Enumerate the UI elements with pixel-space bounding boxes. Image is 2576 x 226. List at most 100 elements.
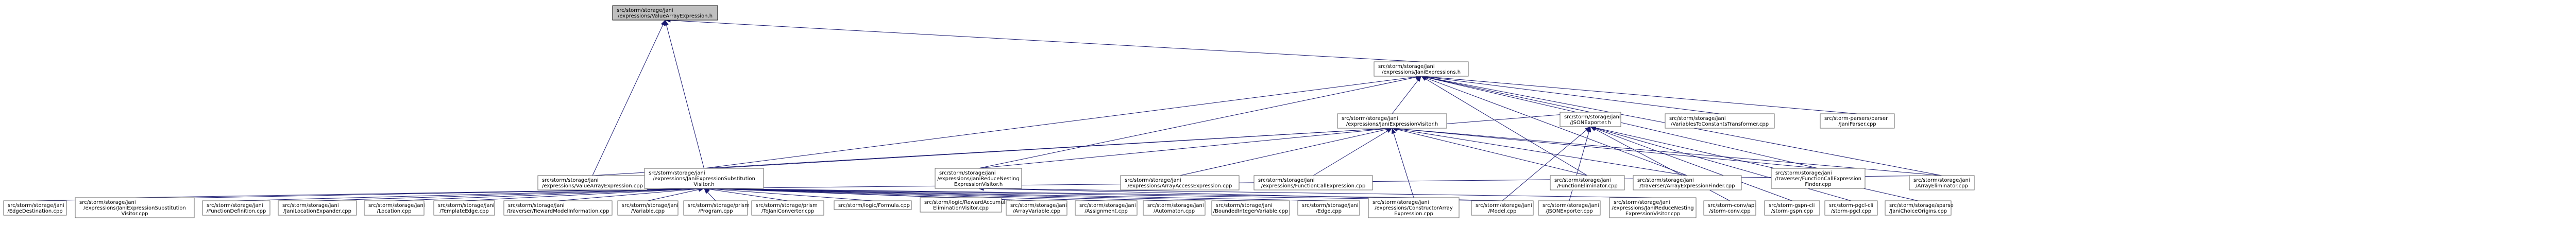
edge-jani-expr-subst-h-to-jani-expr-visitor-h xyxy=(704,128,1387,169)
node-label-line: src/storm-gspn-cli xyxy=(1769,203,1815,208)
node-box xyxy=(1143,200,1206,216)
graph-node-prism-program[interactable]: src/storm/storage/prism/Program.cpp xyxy=(683,200,750,216)
graph-node-traverser-array-finder[interactable]: src/storm/storage/jani/traverser/ArrayEx… xyxy=(1633,175,1742,190)
edge-function-elim-cpp-to-jani-expr-h xyxy=(1425,78,1588,176)
node-label-line: src/storm/storage/jani xyxy=(207,203,263,208)
graph-node-to-jani-converter[interactable]: src/storm/storage/prism/ToJaniConverter.… xyxy=(751,200,824,216)
graph-node-jsonexporter-h[interactable]: src/storm/storage/jani/JSONExporter.h xyxy=(1560,112,1621,127)
graph-node-variable-cpp[interactable]: src/storm/storage/jani/Variable.cpp xyxy=(617,200,679,216)
graph-node-jani-expr-subst-cpp[interactable]: src/storm/storage/jani/expressions/JaniE… xyxy=(75,197,195,218)
edge-logic-formula-to-jani-expr-subst-h xyxy=(709,188,873,201)
node-label-line: src/storm/storage/jani xyxy=(1554,178,1611,183)
edge-array-access-cpp-to-jani-expr-visitor-h xyxy=(1179,129,1387,176)
node-label-line: src/storm/storage/jani xyxy=(649,170,705,176)
edge-var-to-const-to-jani-expr-h xyxy=(1426,76,1720,114)
node-label-line: src/storm/storage/sparse xyxy=(1889,203,1954,208)
edges-layer xyxy=(35,18,1942,201)
node-label-line: src/storm/storage/jani xyxy=(1378,64,1435,69)
graph-node-edge-destination[interactable]: src/storm/storage/jani/EdgeDestination.c… xyxy=(3,200,67,216)
graph-node-assignment-cpp[interactable]: src/storm/storage/jani/Assignment.cpp xyxy=(1075,200,1138,216)
node-box xyxy=(1253,175,1373,190)
node-label-line: src/storm/storage/jani xyxy=(1476,203,1532,208)
graph-node-edge-cpp[interactable]: src/storm/storage/jani/Edge.cpp xyxy=(1297,200,1360,216)
graph-node-jani-reduce-nesting-cpp[interactable]: src/storm/storage/jani/expressions/JaniR… xyxy=(1609,197,1697,218)
node-label-line: /expressions/JaniReduceNesting xyxy=(1612,205,1693,211)
node-label-line: /ToJaniConverter.cpp xyxy=(761,208,814,214)
edge-edge-cpp-to-jani-expr-subst-h xyxy=(709,188,1329,201)
graph-node-storm-pgcl-cli[interactable]: src/storm-pgcl-cli/storm-pgcl.cpp xyxy=(1824,200,1878,216)
node-label-line: /VariablesToConstantsTransformer.cpp xyxy=(1671,121,1769,127)
graph-node-value-array-cpp[interactable]: src/storm/storage/jani/expressions/Value… xyxy=(537,175,648,190)
graph-node-array-variable[interactable]: src/storm/storage/jani/ArrayVariable.cpp xyxy=(1006,200,1067,216)
node-label-line: /JSONExporter.h xyxy=(1570,120,1611,126)
graph-node-function-call-cpp[interactable]: src/storm/storage/jani/expressions/Funct… xyxy=(1253,175,1373,190)
node-label-line: /Model.cpp xyxy=(1488,208,1517,214)
node-label-line: src/storm/storage/jani xyxy=(508,203,565,208)
node-label-line: /storm-gspn.cpp xyxy=(1771,208,1814,214)
graph-node-jani-parser[interactable]: src/storm-parsers/parser/JaniParser.cpp xyxy=(1820,113,1895,129)
edge-arrowhead xyxy=(1392,128,1396,134)
node-label-line: src/storm/storage/jani xyxy=(1372,200,1429,205)
node-label-line: /EdgeDestination.cpp xyxy=(7,208,62,214)
graph-node-logic-formula[interactable]: src/storm/logic/Formula.cpp xyxy=(834,200,912,210)
graph-node-storm-gspn-cli[interactable]: src/storm-gspn-cli/storm-gspn.cpp xyxy=(1764,200,1820,216)
node-label-line: /JSONExporter.cpp xyxy=(1546,208,1592,214)
node-box xyxy=(278,200,357,216)
graph-node-var-to-const[interactable]: src/storm/storage/jani/VariablesToConsta… xyxy=(1665,113,1775,129)
node-label-line: /Automaton.cpp xyxy=(1154,208,1195,214)
node-label-line: src/storm/storage/jani xyxy=(1010,203,1067,208)
graph-node-traverser-function-call-finder[interactable]: src/storm/storage/jani/traverser/Functio… xyxy=(1771,168,1866,189)
node-label-line: /Location.cpp xyxy=(377,208,411,214)
graph-node-jani-expr-visitor-h[interactable]: src/storm/storage/jani/expressions/JaniE… xyxy=(1337,113,1447,129)
node-label-line: src/storm/storage/prism xyxy=(756,203,818,208)
edge-model-cpp-to-jsonexporter-h xyxy=(1502,130,1587,201)
graph-node-array-access-cpp[interactable]: src/storm/storage/jani/expressions/Array… xyxy=(1120,175,1240,190)
node-label-line: src/storm/storage/jani xyxy=(1913,178,1970,183)
graph-node-jani-expr-subst-h[interactable]: src/storm/storage/jani/expressions/JaniE… xyxy=(644,168,764,189)
graph-node-template-edge[interactable]: src/storm/storage/jani/TemplateEdge.cpp xyxy=(433,200,495,216)
node-label-line: /storm-conv.cpp xyxy=(1709,208,1750,214)
graph-node-jani-expr-h[interactable]: src/storm/storage/jani/expressions/JaniE… xyxy=(1374,61,1469,77)
node-box xyxy=(935,168,1022,189)
edge-arrowhead xyxy=(660,20,666,26)
edge-automaton-cpp-to-jani-expr-subst-h xyxy=(709,188,1175,201)
graph-node-jani-reduce-nesting-h[interactable]: src/storm/storage/jani/expressions/JaniR… xyxy=(935,168,1022,189)
edge-traverser-array-finder-to-jani-expr-visitor-h xyxy=(1397,129,1688,176)
graph-node-automaton-cpp[interactable]: src/storm/storage/jani/Automaton.cpp xyxy=(1143,200,1206,216)
graph-node-function-definition[interactable]: src/storm/storage/jani/FunctionDefinitio… xyxy=(202,200,270,216)
graph-node-model-cpp[interactable]: src/storm/storage/jani/Model.cpp xyxy=(1471,200,1534,216)
node-label-line: /expressions/ValueArrayExpression.cpp xyxy=(542,183,643,189)
node-label-line: /Assignment.cpp xyxy=(1084,208,1128,214)
node-box xyxy=(1337,113,1447,129)
node-box xyxy=(433,200,495,216)
node-label-line: src/storm-parsers/parser xyxy=(1824,116,1888,121)
edge-variable-cpp-to-jani-expr-subst-h xyxy=(648,189,699,201)
node-label-line: Visitor.h xyxy=(693,182,714,187)
node-label-line: src/storm/storage/jani xyxy=(79,200,136,205)
edge-arrowhead xyxy=(1416,76,1421,82)
graph-node-bounded-integer-variable[interactable]: src/storm/storage/jani/BoundedIntegerVar… xyxy=(1211,200,1290,216)
node-label-line: /expressions/ConstructorArray xyxy=(1375,205,1453,211)
node-box xyxy=(503,200,613,216)
graph-node-jani-location-expander[interactable]: src/storm/storage/jani/JaniLocationExpan… xyxy=(278,200,357,216)
node-label-line: /expressions/JaniExpressions.h xyxy=(1382,69,1461,75)
graph-node-location-cpp[interactable]: src/storm/storage/jani/Location.cpp xyxy=(364,200,425,216)
graph-node-function-elim-cpp[interactable]: src/storm/storage/jani/FunctionEliminato… xyxy=(1550,175,1625,190)
node-box xyxy=(1665,113,1775,129)
node-label-line: src/storm/storage/jani xyxy=(1216,203,1273,208)
node-label-line: /expressions/JaniExpressionVisitor.h xyxy=(1346,121,1438,127)
node-label-line: /FunctionEliminator.cpp xyxy=(1557,183,1617,189)
node-label-line: src/storm/storage/jani xyxy=(617,8,673,13)
edge-jani-parser-to-jani-expr-h xyxy=(1426,76,1858,114)
node-label-line: src/storm/storage/jani xyxy=(282,203,339,208)
graph-node-array-elim-cpp[interactable]: src/storm/storage/jani/ArrayEliminator.c… xyxy=(1909,175,1975,190)
graph-node-storm-conv[interactable]: src/storm-conv/api/storm-conv.cpp xyxy=(1703,200,1756,216)
graph-node-jsonexporter-cpp[interactable]: src/storm/storage/jani/JSONExporter.cpp xyxy=(1538,200,1601,216)
graph-node-jani-choice-origins[interactable]: src/storm/storage/sparse/JaniChoiceOrigi… xyxy=(1885,200,1954,216)
node-box xyxy=(1633,175,1742,190)
node-box xyxy=(1006,200,1067,216)
graph-node-reward-model-info[interactable]: src/storm/storage/jani/traverser/RewardM… xyxy=(503,200,613,216)
node-label-line: src/storm/storage/jani xyxy=(8,203,64,208)
graph-node-construct-array-cpp[interactable]: src/storm/storage/jani/expressions/Const… xyxy=(1368,197,1460,218)
graph-node-reward-accumulation[interactable]: src/storm/logic/RewardAccumulationElimin… xyxy=(920,197,1019,213)
